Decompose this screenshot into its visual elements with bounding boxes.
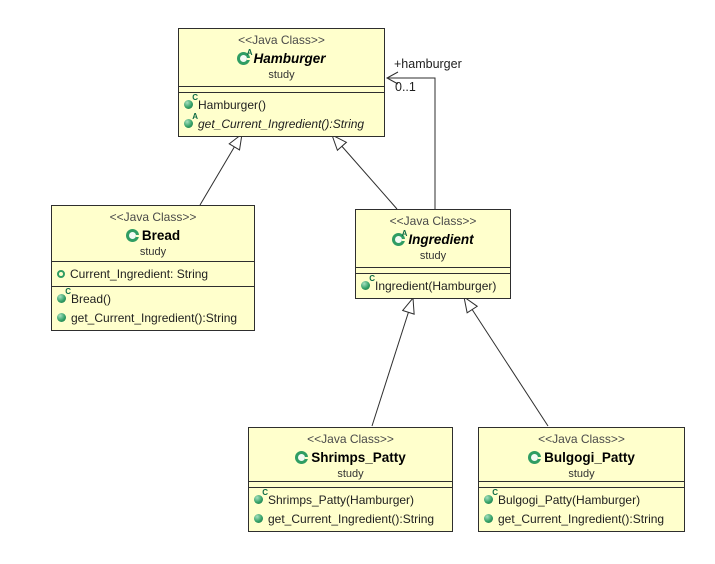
- package-label: study: [139, 246, 167, 258]
- methods-compartment: C Shrimps_Patty(Hamburger) get_Current_I…: [249, 488, 452, 531]
- class-header: <<Java Class>> Shrimps_Patty study: [249, 428, 452, 481]
- method-label: get_Current_Ingredient():String: [71, 310, 238, 325]
- method-label: Shrimps_Patty(Hamburger): [268, 492, 415, 507]
- generalization-ingredient-to-hamburger[interactable]: [331, 133, 398, 210]
- class-name: Bread: [141, 227, 181, 243]
- package-label: study: [419, 250, 447, 262]
- class-box-ingredient[interactable]: <<Java Class>> A Ingredient study C Ingr…: [355, 209, 511, 299]
- attribute-row: Current_Ingredient: String: [52, 264, 254, 284]
- abstract-method-icon: A: [184, 113, 198, 128]
- method-icon: [254, 514, 263, 523]
- generalization-bread-to-hamburger[interactable]: [199, 132, 243, 206]
- attributes-compartment: [249, 481, 452, 488]
- class-stereotype: <<Java Class>>: [389, 214, 477, 228]
- method-label: get_Current_Ingredient():String: [268, 511, 435, 526]
- method-row: C Shrimps_Patty(Hamburger): [249, 489, 452, 509]
- method-row: A get_Current_Ingredient():String: [179, 113, 384, 133]
- methods-compartment: C Ingredient(Hamburger): [356, 274, 510, 298]
- method-row: C Ingredient(Hamburger): [356, 275, 510, 295]
- class-header: <<Java Class>> Bread study: [52, 206, 254, 261]
- constructor-icon: C: [184, 94, 198, 109]
- class-header: <<Java Class>> A Ingredient study: [356, 210, 510, 267]
- class-name: Hamburger: [253, 50, 326, 66]
- class-header: <<Java Class>> A Hamburger study: [179, 29, 384, 86]
- methods-compartment: C Hamburger() A get_Current_Ingredient()…: [179, 93, 384, 136]
- method-row: get_Current_Ingredient():String: [479, 509, 684, 528]
- method-label: get_Current_Ingredient():String: [498, 511, 665, 526]
- class-box-bulgogi-patty[interactable]: <<Java Class>> Bulgogi_Patty study C Bul…: [478, 427, 685, 532]
- class-name: Ingredient: [408, 231, 474, 247]
- package-label: study: [568, 468, 595, 480]
- association-multiplicity-label: 0..1: [395, 80, 416, 94]
- class-stereotype: <<Java Class>>: [109, 210, 197, 224]
- class-stereotype: <<Java Class>>: [307, 432, 394, 446]
- generalization-bulgogi-patty-to-ingredient[interactable]: [463, 295, 549, 427]
- class-box-hamburger[interactable]: <<Java Class>> A Hamburger study C Hambu…: [178, 28, 385, 137]
- class-box-shrimps-patty[interactable]: <<Java Class>> Shrimps_Patty study C Shr…: [248, 427, 453, 532]
- method-row: C Bread(): [52, 288, 254, 308]
- constructor-icon: C: [57, 288, 71, 303]
- class-icon: [528, 450, 542, 464]
- method-row: C Bulgogi_Patty(Hamburger): [479, 489, 684, 509]
- package-label: study: [268, 69, 295, 81]
- method-label: Ingredient(Hamburger): [375, 278, 497, 293]
- method-label: Bulgogi_Patty(Hamburger): [498, 492, 641, 507]
- constructor-icon: C: [361, 275, 375, 290]
- class-name-row: A Hamburger: [179, 48, 384, 68]
- attribute-label: Current_Ingredient: String: [70, 267, 209, 281]
- method-row: C Hamburger(): [179, 94, 384, 114]
- class-icon: [295, 450, 309, 464]
- attributes-compartment: [356, 267, 510, 274]
- attributes-compartment: [479, 481, 684, 488]
- field-icon: [57, 270, 65, 278]
- class-stereotype: <<Java Class>>: [538, 432, 625, 446]
- method-label: Bread(): [71, 291, 112, 306]
- methods-compartment: C Bread() get_Current_Ingredient():Strin…: [52, 287, 254, 330]
- class-name-row: Bulgogi_Patty: [479, 447, 684, 467]
- method-row: get_Current_Ingredient():String: [249, 509, 452, 528]
- method-icon: [57, 313, 66, 322]
- class-header: <<Java Class>> Bulgogi_Patty study: [479, 428, 684, 481]
- package-label: study: [337, 468, 364, 480]
- class-name-row: A Ingredient: [356, 229, 510, 249]
- class-stereotype: <<Java Class>>: [238, 33, 325, 47]
- attributes-compartment: [179, 86, 384, 93]
- class-name-row: Bread: [52, 225, 254, 245]
- methods-compartment: C Bulgogi_Patty(Hamburger) get_Current_I…: [479, 488, 684, 531]
- class-name: Bulgogi_Patty: [544, 449, 635, 465]
- method-icon: [484, 514, 493, 523]
- association-role-label: +hamburger: [394, 57, 462, 71]
- constructor-icon: C: [254, 489, 268, 504]
- class-box-bread[interactable]: <<Java Class>> Bread study Current_Ingre…: [51, 205, 255, 331]
- attributes-compartment: Current_Ingredient: String: [52, 261, 254, 287]
- method-label: get_Current_Ingredient():String: [198, 116, 365, 131]
- class-icon: [125, 228, 139, 242]
- generalization-shrimps-patty-to-ingredient[interactable]: [371, 296, 415, 427]
- association-ingredient-to-hamburger[interactable]: [385, 71, 436, 209]
- class-name-row: Shrimps_Patty: [249, 447, 452, 467]
- class-name: Shrimps_Patty: [311, 449, 406, 465]
- abstract-class-icon: A: [392, 229, 407, 246]
- constructor-icon: C: [484, 489, 498, 504]
- abstract-class-icon: A: [237, 48, 252, 65]
- method-row: get_Current_Ingredient():String: [52, 308, 254, 327]
- method-label: Hamburger(): [198, 97, 267, 112]
